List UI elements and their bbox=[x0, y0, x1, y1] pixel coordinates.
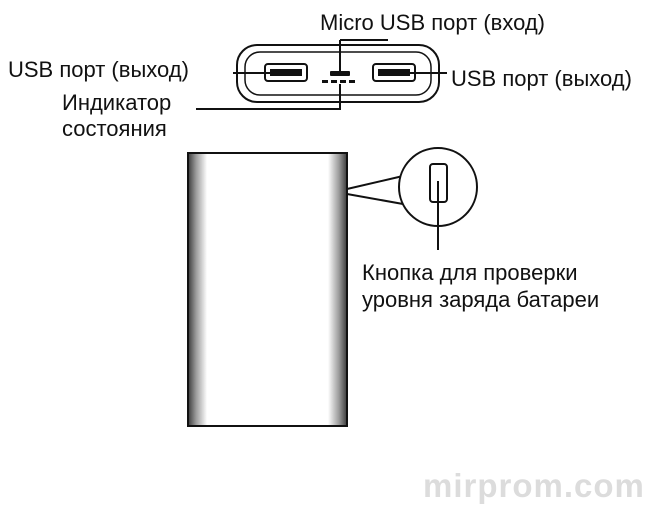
label-indicator-line2: состояния bbox=[62, 116, 167, 141]
label-button-line1: Кнопка для проверки bbox=[362, 260, 578, 285]
top-end-view bbox=[236, 44, 440, 103]
callout-pointer bbox=[346, 175, 404, 205]
leader-lines bbox=[196, 39, 447, 110]
label-usb-right: USB порт (выход) bbox=[451, 66, 632, 91]
watermark: mirprom.com bbox=[423, 467, 645, 504]
micro-usb-port[interactable] bbox=[330, 71, 350, 76]
label-indicator-line1: Индикатор bbox=[62, 90, 172, 115]
label-micro-usb: Micro USB порт (вход) bbox=[320, 10, 546, 35]
label-button-line2: уровня заряда батареи bbox=[362, 287, 600, 312]
status-indicator-leds bbox=[322, 80, 355, 83]
indicator-leader bbox=[196, 84, 341, 110]
power-bank-body bbox=[187, 152, 348, 427]
button-callout bbox=[346, 147, 478, 250]
label-usb-left: USB порт (выход) bbox=[8, 57, 189, 82]
